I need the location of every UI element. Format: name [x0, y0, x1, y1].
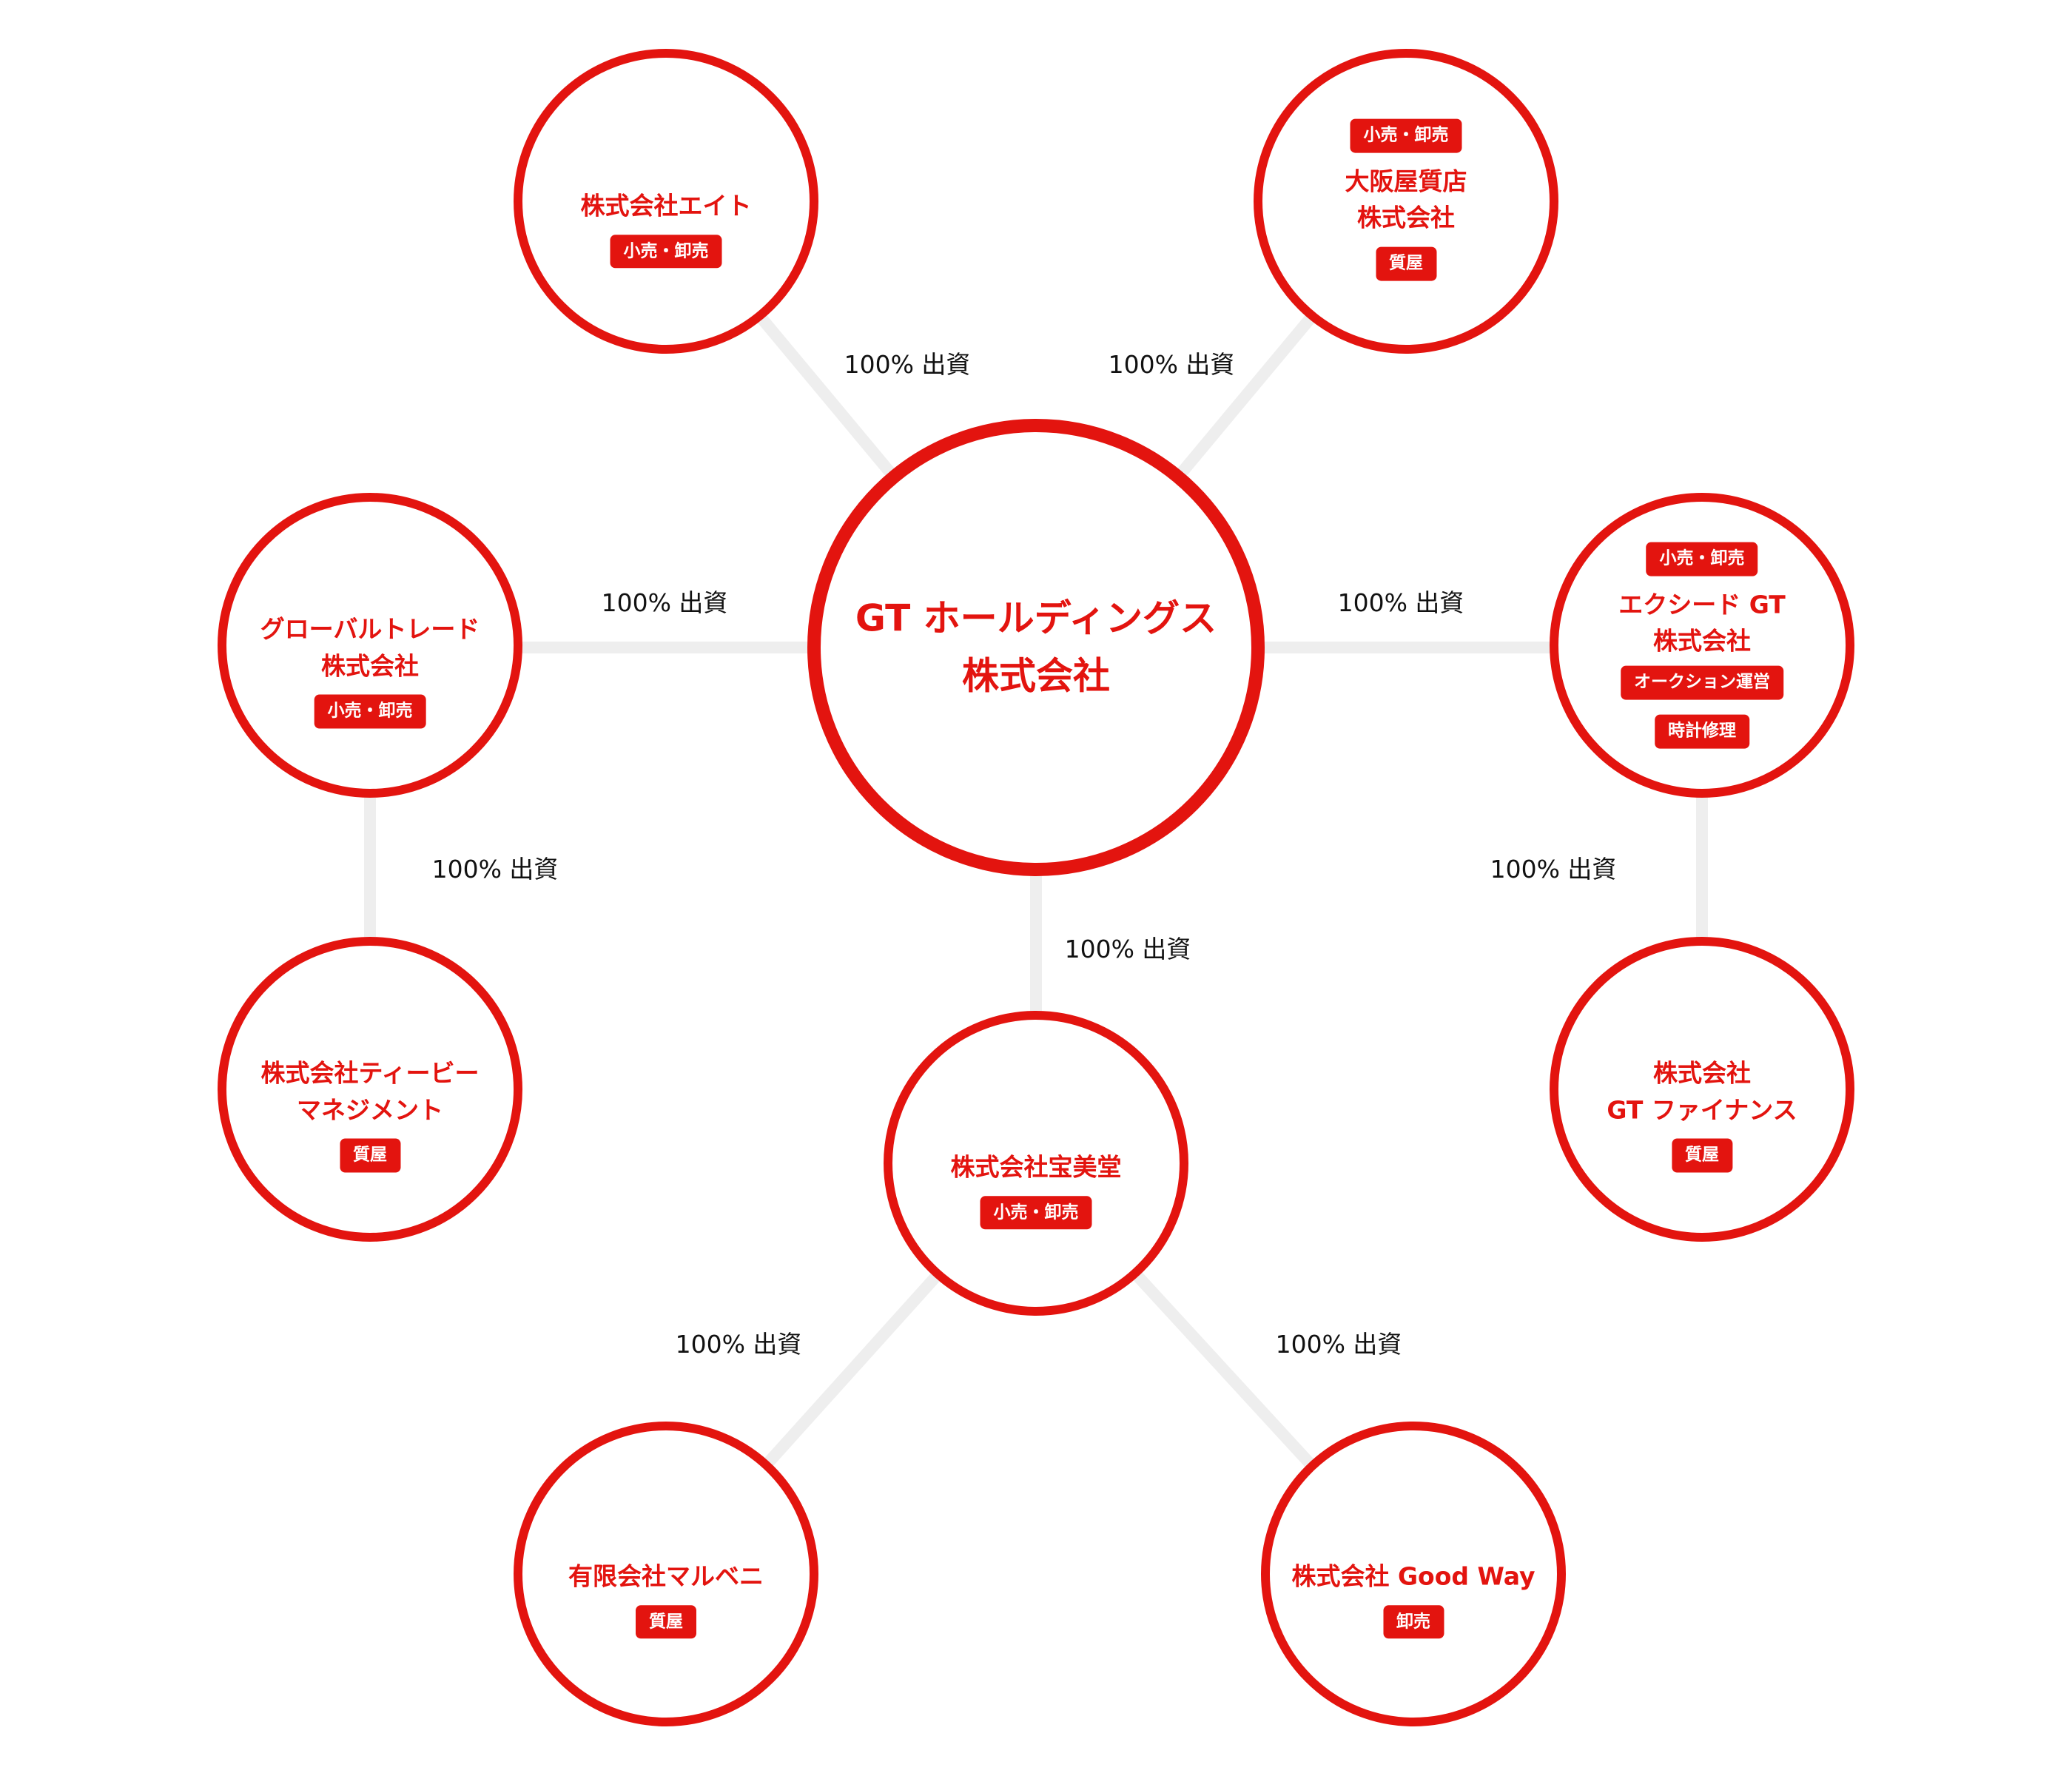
node-exceed-gt: 小売・卸売 エクシード GT 株式会社 オークション運営 時計修理	[1618, 542, 1786, 749]
circle-global-trade	[218, 493, 522, 798]
investment-label-global-trade: 100% 出資	[601, 588, 728, 617]
company-name-line2: 株式会社	[1357, 204, 1455, 232]
node-hobido: 株式会社宝美堂 小売・卸売	[950, 1148, 1122, 1230]
circle-good-way	[1261, 1422, 1566, 1726]
node-global-trade: グローバルトレード 株式会社 小売・卸売	[260, 611, 480, 729]
circle-marubeni	[514, 1422, 818, 1726]
company-name: 株式会社エイト	[580, 191, 752, 221]
node-eight: 株式会社エイト 小売・卸売	[580, 187, 752, 269]
investment-label-tv-management: 100% 出資	[431, 855, 559, 884]
company-name-line1: 株式会社ティービー	[260, 1058, 480, 1088]
holding-name-line2: 株式会社	[962, 654, 1110, 697]
node-good-way: 株式会社 Good Way 卸売	[1291, 1558, 1536, 1639]
circle-tv-management	[218, 937, 522, 1242]
company-name-line1: 大阪屋質店	[1345, 166, 1467, 196]
investment-label-good-way: 100% 出資	[1275, 1330, 1402, 1359]
business-tag: 卸売	[1383, 1604, 1444, 1639]
business-tag: オークション運営	[1620, 665, 1783, 700]
investment-label-marubeni: 100% 出資	[675, 1330, 802, 1359]
business-tag: 時計修理	[1654, 714, 1749, 749]
company-name-line2: GT ファイナンス	[1607, 1095, 1797, 1125]
business-tag: 小売・卸売	[610, 234, 722, 269]
company-name: 有限会社マルベニ	[568, 1561, 764, 1591]
circle-hobido	[884, 1011, 1188, 1316]
business-tag: 小売・卸売	[980, 1195, 1092, 1230]
business-tag: 質屋	[1672, 1138, 1732, 1173]
circle-exceed-gt	[1550, 493, 1854, 798]
circle-osakaya	[1254, 49, 1558, 354]
company-name-line2: マネジメント	[297, 1095, 443, 1125]
circle-eight	[514, 49, 818, 354]
business-tag: 質屋	[340, 1138, 400, 1173]
company-name: 株式会社宝美堂	[950, 1152, 1122, 1182]
holding-name-line1: GT ホールディングス	[855, 596, 1217, 640]
circle-holding	[807, 419, 1265, 876]
company-name-line2: 株式会社	[320, 651, 419, 681]
business-tag: 質屋	[1376, 246, 1436, 281]
company-name: 株式会社 Good Way	[1291, 1561, 1536, 1591]
investment-label-eight: 100% 出資	[844, 350, 971, 379]
business-tag: 質屋	[636, 1604, 696, 1639]
business-tag: 小売・卸売	[1646, 542, 1758, 576]
company-name-line1: エクシード GT	[1618, 590, 1786, 619]
business-tag: 小売・卸売	[1350, 118, 1462, 153]
circle-gt-finance	[1550, 937, 1854, 1242]
node-tv-management: 株式会社ティービー マネジメント 質屋	[260, 1055, 480, 1173]
company-name-line1: 株式会社	[1653, 1058, 1751, 1088]
investment-label-hobido: 100% 出資	[1064, 935, 1191, 963]
node-osakaya: 小売・卸売 大阪屋質店 株式会社 質屋	[1345, 118, 1467, 281]
investment-label-osakaya: 100% 出資	[1108, 350, 1235, 379]
investment-label-gt-finance: 100% 出資	[1490, 855, 1617, 884]
business-tag: 小売・卸売	[314, 694, 426, 729]
node-gt-finance: 株式会社 GT ファイナンス 質屋	[1607, 1055, 1797, 1173]
company-name-line1: グローバルトレード	[260, 614, 480, 644]
investment-label-exceed-gt: 100% 出資	[1337, 588, 1464, 617]
node-marubeni: 有限会社マルベニ 質屋	[568, 1558, 764, 1639]
company-name-line2: 株式会社	[1652, 627, 1751, 656]
node-holding: GT ホールディングス 株式会社	[855, 591, 1217, 705]
